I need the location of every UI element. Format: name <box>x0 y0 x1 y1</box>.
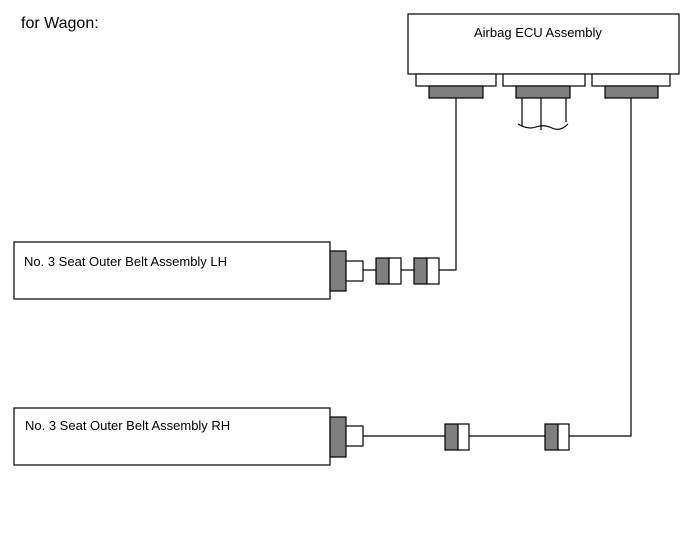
ecu-connector-plug-3 <box>604 85 659 99</box>
belt-lh-connector-housing <box>345 260 364 282</box>
lh-inline-connector-2-housing <box>426 257 440 285</box>
belt-lh-box <box>13 241 331 300</box>
page-title: for Wagon: <box>21 15 99 32</box>
rh-inline-connector-2-plug <box>544 423 559 451</box>
belt-rh-connector-housing <box>345 425 364 447</box>
rh-inline-connector-1-housing <box>457 423 470 451</box>
lh-inline-connector-2-plug <box>413 257 428 285</box>
belt-rh-label: No. 3 Seat Outer Belt Assembly RH <box>25 418 231 433</box>
ecu-connector-housing-3 <box>591 73 671 87</box>
ecu-assembly-box <box>407 13 680 75</box>
wire-rh-to-ecu <box>569 98 632 437</box>
ecu-connector-housing-1 <box>415 73 497 87</box>
ecu-middle-harness-stub <box>517 98 569 130</box>
ecu-connector-plug-1 <box>428 85 484 99</box>
lh-inline-connector-1-housing <box>388 257 402 285</box>
rh-inline-connector-1-plug <box>444 423 459 451</box>
rh-inline-connector-2-housing <box>557 423 570 451</box>
belt-lh-label: No. 3 Seat Outer Belt Assembly LH <box>24 254 228 269</box>
lh-inline-connector-1-plug <box>375 257 390 285</box>
ecu-connector-housing-2 <box>502 73 586 87</box>
belt-rh-box <box>13 407 331 466</box>
wire-lh-to-ecu <box>439 98 457 271</box>
ecu-connector-plug-2 <box>515 85 571 99</box>
belt-lh-connector-plug <box>329 250 347 292</box>
ecu-label: Airbag ECU Assembly <box>474 25 602 40</box>
belt-rh-connector-plug <box>329 416 347 458</box>
